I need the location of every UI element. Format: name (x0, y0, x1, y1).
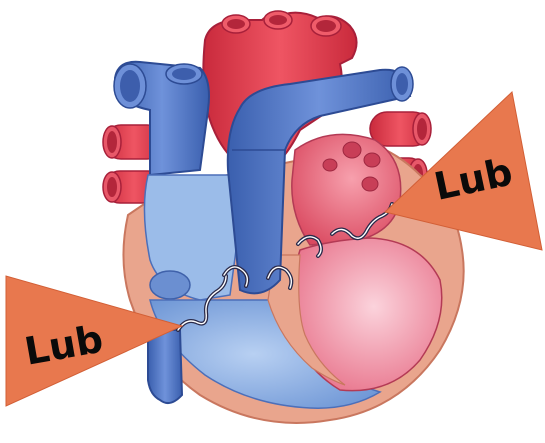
inferior-vena-cava (148, 330, 182, 403)
left-atrium (292, 134, 401, 245)
